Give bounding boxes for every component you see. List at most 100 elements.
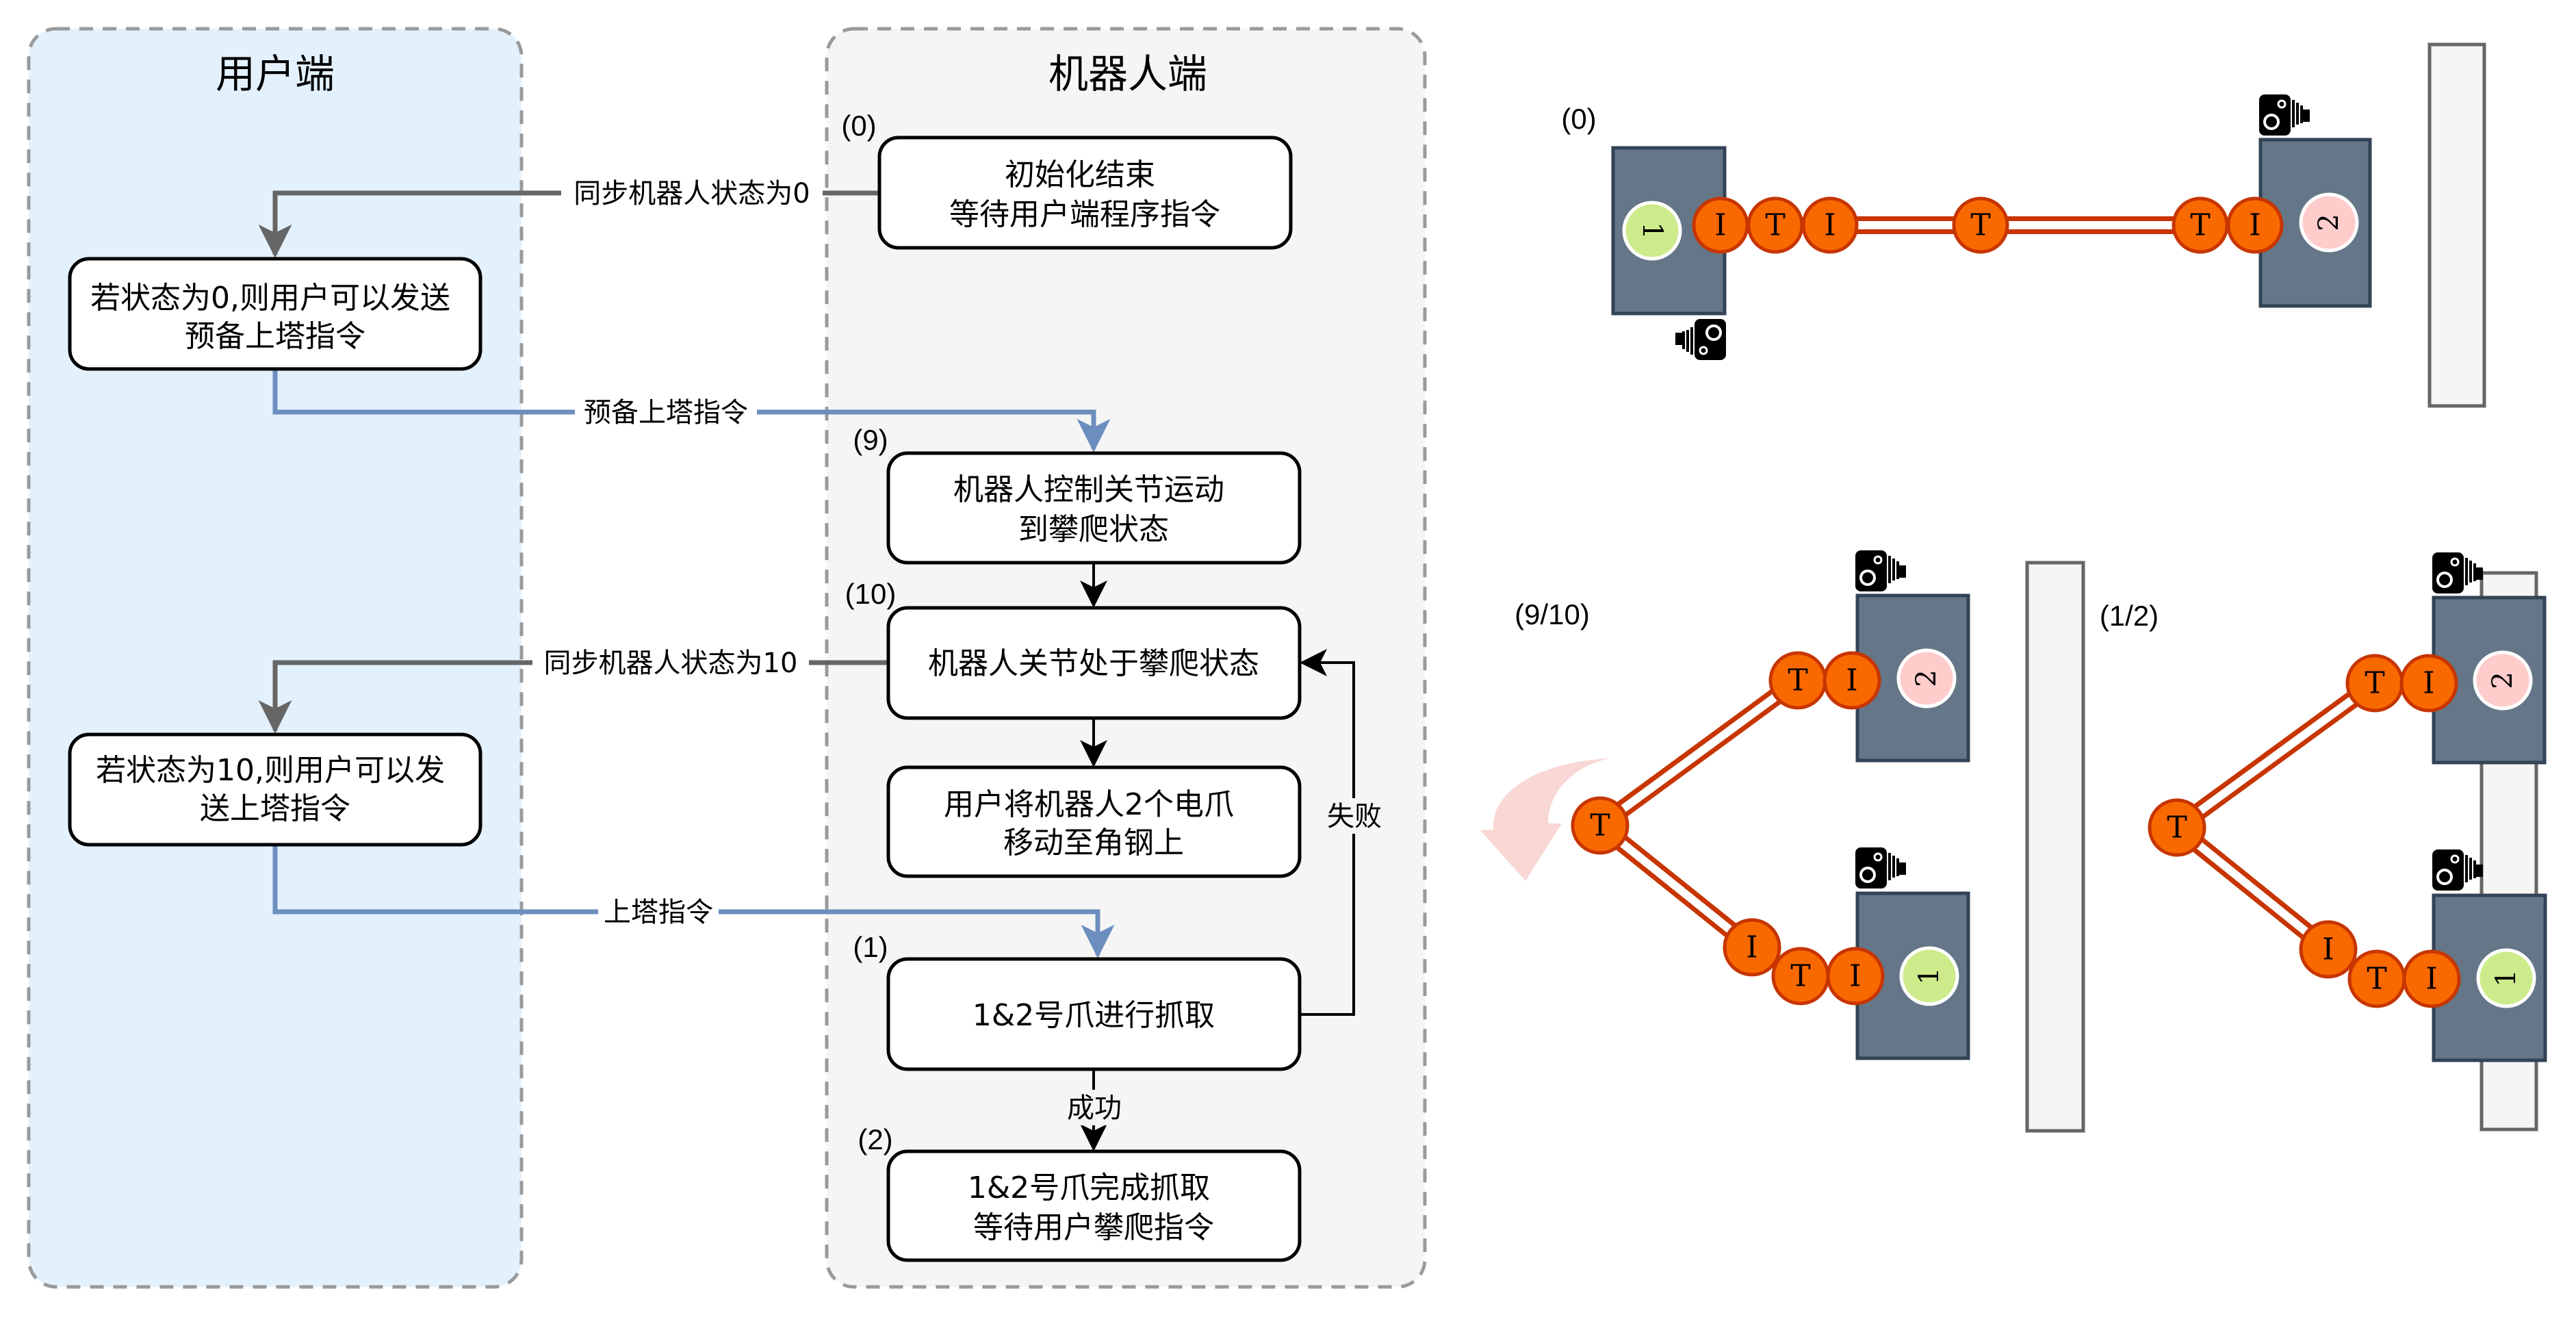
joint-label: T [1970, 208, 1990, 243]
illustration-state-0: (0) 1 2 I T I T [1561, 42, 2486, 408]
fail-label: 失败 [1327, 801, 1382, 832]
fail-label-bg [1328, 798, 1381, 834]
gripper-2-number: 2 [2313, 214, 2345, 231]
joint: T [1747, 196, 1804, 254]
gripper-2-circle [1896, 648, 1957, 708]
robot-node-move-grippers-line-2: 移动至角钢上 [1003, 826, 1184, 860]
robot-node-move-grippers-line-1: 用户将机器人2个电爪 [944, 787, 1234, 822]
step-label-2: (2) [858, 1123, 892, 1155]
gripper-2-number: 2 [2487, 672, 2519, 689]
joint-label: I [2425, 962, 2437, 997]
camera-icon [2431, 551, 2484, 595]
gripper-1: 1 [1622, 201, 1682, 261]
user-node-state-0-box [68, 257, 482, 371]
robot-node-10-box [886, 606, 1302, 720]
user-node-state-10-box [68, 732, 482, 847]
svg-text:初始化结束 等待用户端程序指令: 初始化结束 等待用户端程序指令 [949, 157, 1220, 232]
joint-circle [2402, 949, 2461, 1008]
user-node-state-10-line-2: 送上塔指令 [200, 791, 350, 826]
gripper-1-circle [1899, 946, 1959, 1006]
user-node-state-0: 若状态为0,则用户可以发送 预备上塔指令 [68, 257, 482, 371]
robot-node-0-box [877, 136, 1293, 250]
svg-text:若状态为10,则用户可以发 送上塔指令: 若状态为10,则用户可以发 送上塔指令 [96, 753, 454, 826]
joint: I [2402, 949, 2461, 1008]
camera-icon [1854, 549, 1907, 593]
sync-10-label: 同步机器人状态为10 [544, 648, 798, 679]
joint: I [2399, 654, 2458, 713]
joint-label: T [2365, 666, 2384, 701]
gripper-1-circle [2476, 948, 2536, 1008]
curved-arrow-icon [1480, 758, 1610, 881]
joint-circle [2148, 798, 2206, 857]
robot-node-2-box [886, 1149, 1302, 1262]
prepare-command-label: 预备上塔指令 [584, 397, 748, 429]
arm-link-inner [2184, 687, 2367, 824]
camera-icon [2431, 848, 2484, 892]
svg-text:若状态为0,则用户可以发送 预备上塔指令: 若状态为0,则用户可以发送 预备上塔指令 [90, 281, 460, 354]
joint-circle [1826, 947, 1885, 1006]
user-node-state-0-line-2: 预备上塔指令 [185, 319, 365, 354]
illustration-1-2-label: (1/2) [2100, 600, 2159, 632]
joint-label: T [1765, 208, 1785, 243]
joint-label: I [1714, 208, 1726, 243]
joint-label: I [2249, 208, 2261, 243]
robot-node-1-box [886, 957, 1302, 1071]
joint-label: T [2367, 962, 2386, 997]
illustration-9-10-label: (9/10) [1515, 598, 1590, 630]
joint-circle [1723, 918, 1781, 977]
step-label-10: (10) [845, 578, 897, 610]
fail-line [1300, 649, 1355, 1016]
gripper-1-circle [1622, 201, 1682, 261]
gripper-1: 1 [2476, 948, 2536, 1008]
joint-label: T [1788, 663, 1807, 698]
gripper-2-circle [2299, 192, 2359, 253]
joint-label: I [1746, 930, 1757, 965]
joint: T [2148, 798, 2206, 857]
robot-node-10-line-1: 机器人关节处于攀爬状态 [928, 646, 1259, 681]
robot-node-1-line-1: 1&2号爪进行抓取 [973, 998, 1215, 1033]
robot-node-move-grippers-box [886, 765, 1302, 878]
sync-0-label-bg [561, 177, 823, 211]
svg-text:机器人关节处于攀爬状态: 机器人关节处于攀爬状态 [928, 646, 1259, 681]
gripper-1-number: 1 [1914, 967, 1945, 984]
joint: I [1723, 918, 1781, 977]
joint-label: I [2423, 666, 2434, 701]
joint: T [2345, 654, 2404, 713]
step-label-1: (1) [853, 931, 888, 963]
joint: T [1768, 651, 1827, 710]
links [2171, 676, 2380, 957]
robot-node-0: (0) 初始化结束 等待用户端程序指令 [841, 110, 1293, 250]
edge-climb-command: 上塔指令 [272, 845, 1115, 958]
user-node-state-10: 若状态为10,则用户可以发 送上塔指令 [68, 732, 482, 847]
joint: T [2172, 196, 2229, 254]
joint: T [1771, 947, 1830, 1006]
sync-10-label-bg [532, 646, 809, 680]
joint-circle [2399, 654, 2458, 713]
gripper-2: 2 [1896, 648, 1957, 708]
joint-circle [2299, 920, 2358, 979]
robot-node-9-line-2: 到攀爬状态 [1018, 512, 1169, 547]
robot-node-1: (1) 1&2号爪进行抓取 [853, 931, 1302, 1071]
joint-label: T [1590, 808, 1610, 843]
robot-node-9-box [886, 451, 1302, 565]
user-node-state-0-line-1: 若状态为0,则用户可以发送 [90, 281, 450, 316]
robot-node-2: (2) 1&2号爪完成抓取 等待用户攀爬指令 [858, 1123, 1302, 1262]
joint: I [2226, 196, 2284, 254]
robot-node-move-grippers: 用户将机器人2个电爪 移动至角钢上 [886, 765, 1302, 878]
robot-lane-title: 机器人端 [1048, 51, 1207, 97]
svg-text:1&2号爪完成抓取 等待用户攀爬指令: 1&2号爪完成抓取 等待用户攀爬指令 [968, 1171, 1220, 1245]
robot-node-9-line-1: 机器人控制关节运动 [953, 472, 1224, 507]
joint-label: T [1790, 959, 1810, 994]
camera-icon [1674, 318, 1727, 361]
illustration-state-9-10: (9/10) 2 1 T I T [1480, 549, 2085, 1133]
joint-circle [1822, 651, 1881, 710]
robot-node-0-line-2: 等待用户端程序指令 [949, 197, 1220, 232]
success-label-bg [1066, 1090, 1122, 1125]
gripper-1: 1 [1899, 946, 1959, 1006]
angle-steel-wall [2427, 42, 2486, 408]
joint-label: I [1849, 959, 1861, 994]
illustration-state-1-2: (1/2) 2 1 T I T [2100, 551, 2547, 1131]
robot-node-10: (10) 机器人关节处于攀爬状态 [845, 578, 1302, 720]
joint: T [2347, 949, 2406, 1008]
